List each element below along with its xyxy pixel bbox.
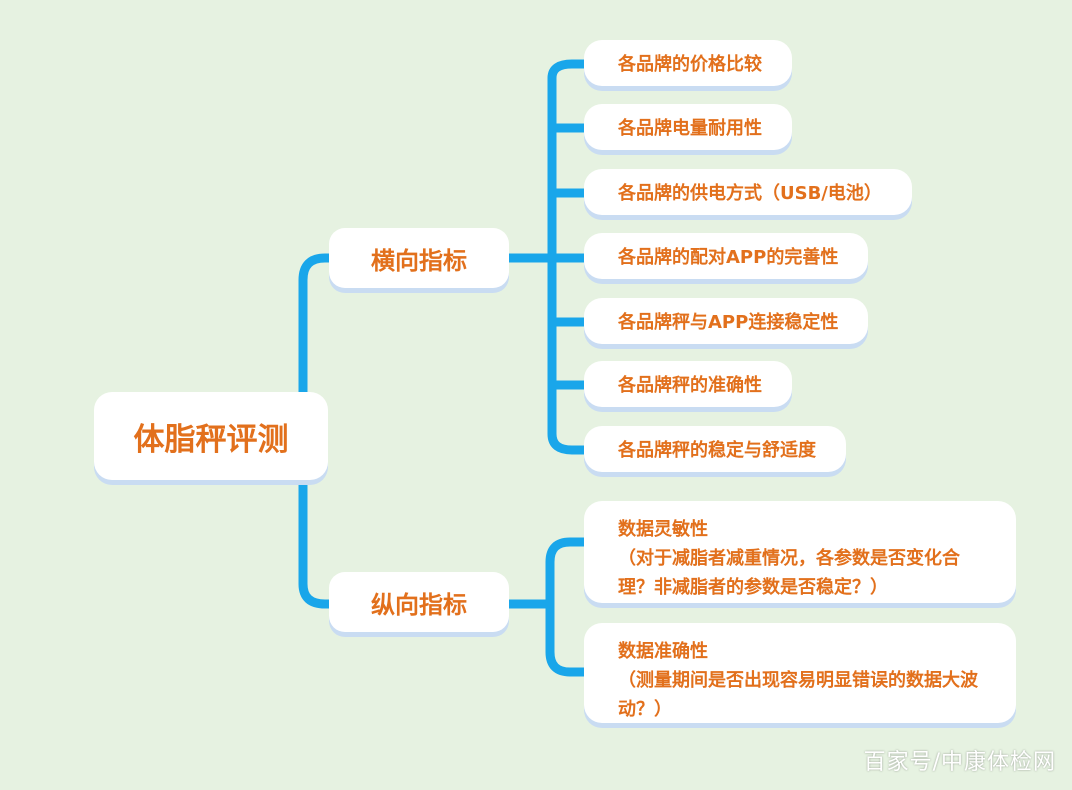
leaf-label: 各品牌秤的稳定与舒适度 <box>618 440 816 461</box>
leaf-description: （对于减脂者减重情况，各参数是否变化合理？非减脂者的参数是否稳定？） <box>618 548 960 598</box>
branch-horizontal-indicators: 横向指标 <box>329 228 509 288</box>
leaf-title: 数据准确性 <box>618 641 708 662</box>
root-node: 体脂秤评测 <box>94 392 328 480</box>
leaf-description: （测量期间是否出现容易明显错误的数据大波动？） <box>618 670 978 720</box>
leaf-label: 各品牌电量耐用性 <box>618 118 762 139</box>
branch-horizontal-label: 横向指标 <box>371 246 467 275</box>
connector-vertical-spine <box>545 537 591 677</box>
watermark: 百家号/中康体检网 <box>863 750 1056 775</box>
branch-vertical-indicators: 纵向指标 <box>329 572 509 632</box>
leaf-power-supply: 各品牌的供电方式（USB/电池） <box>584 169 912 215</box>
connector-root-branches <box>298 253 337 609</box>
leaf-stability-comfort: 各品牌秤的稳定与舒适度 <box>584 426 846 472</box>
leaf-label: 各品牌秤的准确性 <box>618 375 762 396</box>
leaf-label: 各品牌秤与APP连接稳定性 <box>618 312 839 333</box>
leaf-app-connection-stability: 各品牌秤与APP连接稳定性 <box>584 298 869 344</box>
root-label: 体脂秤评测 <box>133 421 289 458</box>
leaf-data-sensitivity: 数据灵敏性 （对于减脂者减重情况，各参数是否变化合理？非减脂者的参数是否稳定？） <box>584 501 1016 603</box>
connector-horizontal-spine <box>547 59 591 455</box>
connector-horizontal-ticks <box>547 123 591 390</box>
leaf-accuracy: 各品牌秤的准确性 <box>584 361 792 407</box>
leaf-title: 数据灵敏性 <box>618 519 708 540</box>
branch-vertical-label: 纵向指标 <box>371 590 467 619</box>
leaf-label: 各品牌的配对APP的完善性 <box>618 247 839 268</box>
leaf-price-comparison: 各品牌的价格比较 <box>584 40 792 86</box>
leaf-label: 各品牌的价格比较 <box>618 54 762 75</box>
leaf-data-accuracy: 数据准确性 （测量期间是否出现容易明显错误的数据大波动？） <box>584 623 1016 723</box>
leaf-label: 各品牌的供电方式（USB/电池） <box>618 183 882 204</box>
leaf-app-completeness: 各品牌的配对APP的完善性 <box>584 233 869 279</box>
leaf-battery-durability: 各品牌电量耐用性 <box>584 104 792 150</box>
